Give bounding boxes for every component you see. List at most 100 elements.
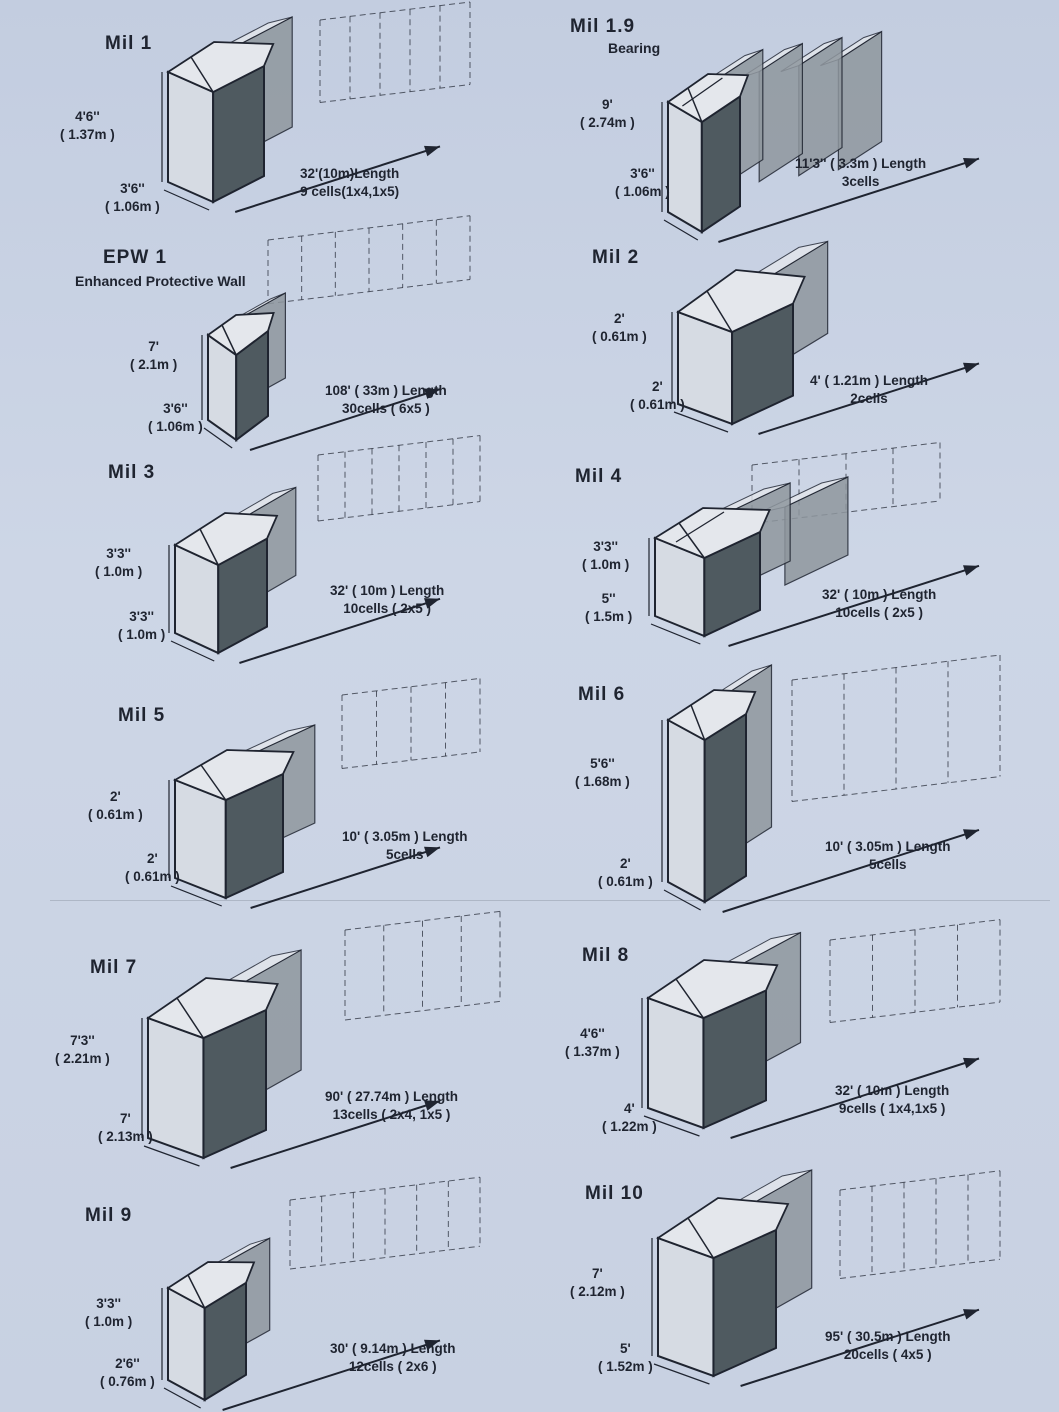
width-bracket <box>163 1387 201 1409</box>
length-arrow-line <box>722 828 980 913</box>
height-label: 3'3''( 1.0m ) <box>95 545 142 581</box>
gabion-block-drawing <box>201 215 471 451</box>
front-top-face <box>646 959 779 1019</box>
length-text: 30' ( 9.14m ) Length <box>330 1341 456 1356</box>
gabion-illustration <box>161 1 471 213</box>
width-bracket <box>143 1145 200 1167</box>
height-imperial: 7'3'' <box>70 1033 95 1048</box>
width-label: 3'6''( 1.06m ) <box>105 180 160 216</box>
length-text: 108' ( 33m ) Length <box>325 383 447 398</box>
width-bracket <box>643 1115 700 1137</box>
spec-title: EPW 1 <box>103 247 168 268</box>
cells-text: 10cells ( 2x5 ) <box>835 605 924 620</box>
front-top-face <box>206 312 275 357</box>
height-label: 7'3''( 2.21m ) <box>55 1032 110 1068</box>
cell-divider <box>678 522 705 559</box>
extension-top-rail <box>829 919 1001 941</box>
front-light-face <box>667 718 706 904</box>
length-arrow-head <box>424 1100 440 1111</box>
length-label: 30' ( 9.14m ) Length 12cells ( 2x6 ) <box>330 1340 456 1376</box>
width-bracket <box>663 889 701 911</box>
cell-divider <box>199 528 219 566</box>
cell-divider <box>687 87 703 123</box>
gabion-block-drawing <box>168 435 481 664</box>
gabion-block-drawing <box>141 910 501 1169</box>
gabion-block-drawing <box>161 1176 481 1411</box>
spec-title: Mil 6 <box>578 684 626 705</box>
spec-title: Mil 1.9 <box>570 16 636 37</box>
length-arrow-line <box>230 1100 441 1169</box>
front-top-face <box>676 269 806 333</box>
height-imperial: 3'3'' <box>106 546 131 561</box>
length-arrow-head <box>424 598 440 609</box>
length-arrow-head <box>424 1339 440 1351</box>
length-arrow-line <box>234 145 441 213</box>
cell-divider <box>200 764 227 801</box>
length-text: 32' ( 10m ) Length <box>822 587 937 602</box>
height-imperial: 2' <box>614 311 625 326</box>
width-label: 4'( 1.22m ) <box>602 1100 657 1136</box>
width-imperial: 7' <box>120 1111 131 1126</box>
extension-top-rail <box>839 1170 1001 1191</box>
front-top-face <box>656 1197 790 1259</box>
cells-text: 5cells <box>868 857 907 872</box>
width-bracket <box>653 1363 710 1385</box>
extension-bottom-rail <box>341 751 481 769</box>
width-imperial: 2' <box>652 379 663 394</box>
front-top-face <box>166 1261 256 1310</box>
width-label: 2' ( 0.61m ) <box>630 378 685 414</box>
extension-top-rail <box>791 654 1001 681</box>
height-metric: ( 0.61m ) <box>592 329 647 344</box>
front-top-face <box>173 512 279 567</box>
width-bracket <box>663 219 699 241</box>
cell-divider <box>690 704 706 741</box>
front-top-face <box>666 689 757 742</box>
height-label: 7'( 2.12m ) <box>570 1265 625 1301</box>
extension-top-rail <box>267 215 471 241</box>
extension-bottom-rail <box>791 776 1001 802</box>
length-arrow-head <box>424 846 440 858</box>
extension-bottom-rail <box>344 1000 501 1021</box>
height-label: 3'3''( 1.0m ) <box>582 538 629 574</box>
inner-partition <box>682 77 723 107</box>
gabion-illustration <box>168 677 481 909</box>
height-metric: ( 1.68m ) <box>575 774 630 789</box>
width-bracket <box>203 427 233 449</box>
front-top-face <box>653 507 771 559</box>
width-imperial: 5' <box>620 1341 631 1356</box>
front-light-face <box>167 70 215 204</box>
length-arrow-line <box>740 1308 980 1387</box>
cells-text: 12cells ( 2x6 ) <box>348 1359 437 1374</box>
length-arrow-head <box>963 157 979 169</box>
width-bracket <box>163 189 210 211</box>
width-bracket <box>170 640 215 662</box>
gabion-block-drawing <box>671 240 980 435</box>
width-bracket <box>650 623 701 645</box>
cells-text: 10cells ( 2x5 ) <box>343 601 432 616</box>
length-text: 10' ( 3.05m ) Length <box>342 829 468 844</box>
height-label: 2' ( 0.61m ) <box>592 310 647 346</box>
length-label: 108' ( 33m ) Length 30cells ( 6x5 ) <box>325 382 447 418</box>
width-label: 2'( 0.61m ) <box>598 855 653 891</box>
extension-top-rail <box>751 441 941 466</box>
width-imperial: 2'6'' <box>115 1356 140 1371</box>
cell-divider <box>687 1217 715 1259</box>
width-bracket <box>673 411 729 433</box>
spec-title: Mil 5 <box>118 705 166 726</box>
extension-top-rail <box>317 435 481 456</box>
gabion-illustration <box>661 30 980 243</box>
width-imperial: 3'3'' <box>129 609 154 624</box>
cells-text: 9 cells(1x4,1x5) <box>300 184 400 199</box>
cells-text: 30cells ( 6x5 ) <box>341 401 430 416</box>
width-imperial: 2' <box>147 851 158 866</box>
width-metric: ( 0.61m ) <box>630 397 685 412</box>
length-arrow-head <box>963 1057 979 1069</box>
